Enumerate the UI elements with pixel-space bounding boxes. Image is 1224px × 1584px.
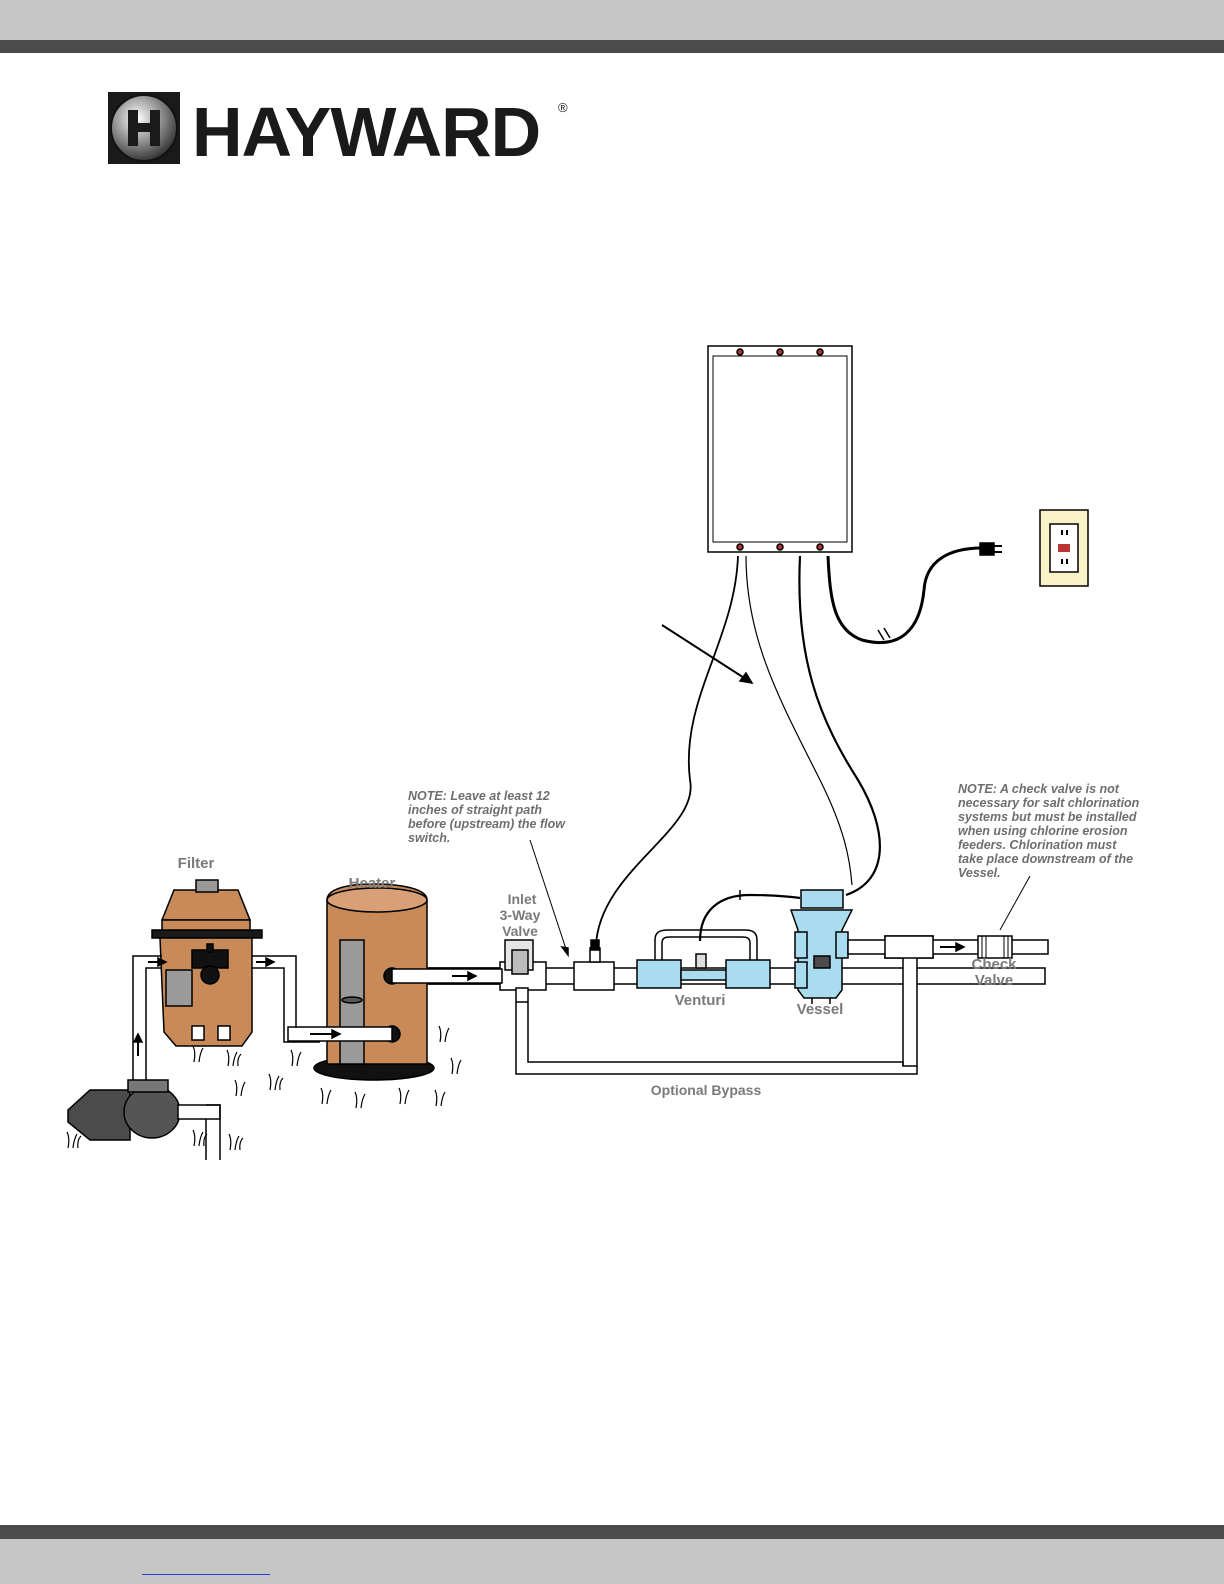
- gfci-outlet: [1039, 509, 1089, 587]
- footer-rule: [0, 1525, 1224, 1539]
- inlet-valve: [499, 939, 547, 1003]
- check-valve-note-1: NOTE: A check valve is not: [958, 782, 1120, 796]
- check-valve-note-3: systems but must be installed: [958, 810, 1137, 824]
- brand-wordmark: HAYWARD: [192, 93, 540, 166]
- inlet-valve-label-1: Inlet: [508, 891, 537, 907]
- vessel-label: Vessel: [797, 1001, 844, 1018]
- filter: [151, 879, 263, 1047]
- check-valve-note-2: necessary for salt chlorination: [958, 796, 1140, 810]
- registered-mark: ®: [558, 100, 568, 115]
- inlet-valve-label-2: 3-Way: [500, 907, 541, 923]
- check-valve: [977, 935, 1013, 959]
- footer-link[interactable]: [142, 1556, 270, 1575]
- footer-band: [0, 1539, 1224, 1584]
- flow-switch-note-3: before (upstream) the flow: [408, 817, 566, 831]
- inlet-valve-label-3: Valve: [502, 923, 538, 939]
- flow-switch-note-2: inches of straight path: [408, 803, 542, 817]
- bypass-label: Optional Bypass: [651, 1082, 762, 1098]
- check-valve-note-4: when using chlorine erosion: [958, 824, 1128, 838]
- hayward-logo: HAYWARD ®: [108, 92, 568, 166]
- check-valve-note-5: feeders. Chlorination must: [958, 838, 1117, 852]
- heater: [287, 883, 503, 1081]
- venturi: [636, 929, 771, 989]
- filter-label: Filter: [178, 855, 215, 872]
- check-valve-note-6: take place downstream of the: [958, 852, 1133, 866]
- header-rule: [0, 40, 1224, 53]
- flow-switch-note-4: switch.: [408, 831, 450, 845]
- header-band: [0, 0, 1224, 40]
- grass: [66, 1025, 462, 1151]
- check-valve-label-2: Valve: [975, 972, 1013, 989]
- check-valve-note-7: Vessel.: [958, 866, 1001, 880]
- heater-label: Heater: [349, 875, 396, 892]
- venturi-label: Venturi: [675, 992, 726, 1009]
- vessel: [789, 889, 854, 1004]
- pump: [67, 1079, 221, 1160]
- control-box: [707, 345, 853, 553]
- flow-switch-note-1: NOTE: Leave at least 12: [408, 789, 550, 803]
- check-valve-label-1: Check: [971, 956, 1017, 973]
